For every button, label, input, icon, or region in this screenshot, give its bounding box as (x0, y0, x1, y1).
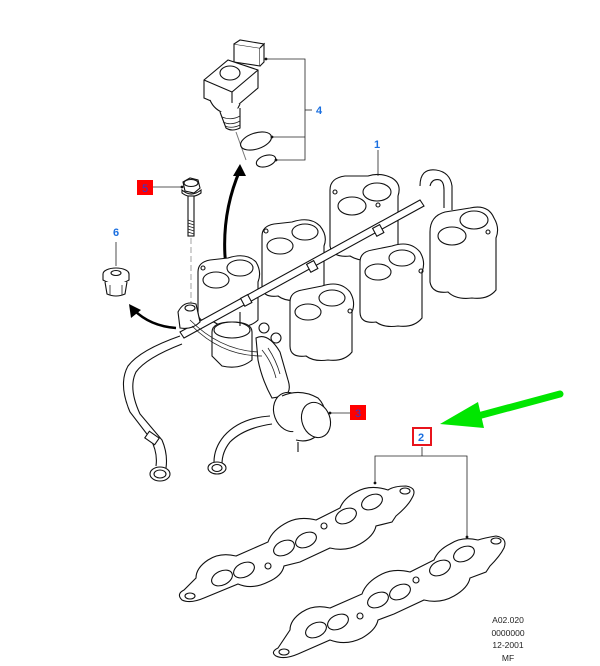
gasket-part-lower (272, 535, 506, 659)
callout-2-box[interactable] (412, 427, 432, 446)
callout-4-leader (264, 57, 312, 162)
callout-3[interactable]: 3 (355, 408, 361, 420)
callout-1[interactable]: 1 (374, 139, 380, 151)
sensor-part (203, 39, 277, 168)
callout-2-leader (373, 447, 469, 539)
reference-code: A02.020 (492, 615, 524, 625)
reference-date: 12-2001 (492, 640, 524, 650)
callout-5-box[interactable] (137, 180, 153, 195)
callout-2[interactable]: 2 (418, 432, 424, 444)
bolt-part (181, 177, 202, 305)
callout-4[interactable]: 4 (316, 105, 323, 117)
drawing-reference: A02.020 0000000 12-2001 MF (478, 614, 538, 664)
grommet-part (102, 242, 130, 297)
intake-manifold-part (122, 169, 499, 482)
highlight-arrow (440, 390, 564, 428)
gasket-part-upper (178, 485, 415, 603)
callout-6[interactable]: 6 (113, 227, 119, 239)
callout-3-box[interactable] (350, 405, 366, 420)
reference-number: 0000000 (491, 627, 525, 638)
assembly-arrow-left (133, 309, 177, 330)
reference-initials: MF (501, 652, 515, 663)
callout-5[interactable]: 5 (142, 183, 148, 195)
